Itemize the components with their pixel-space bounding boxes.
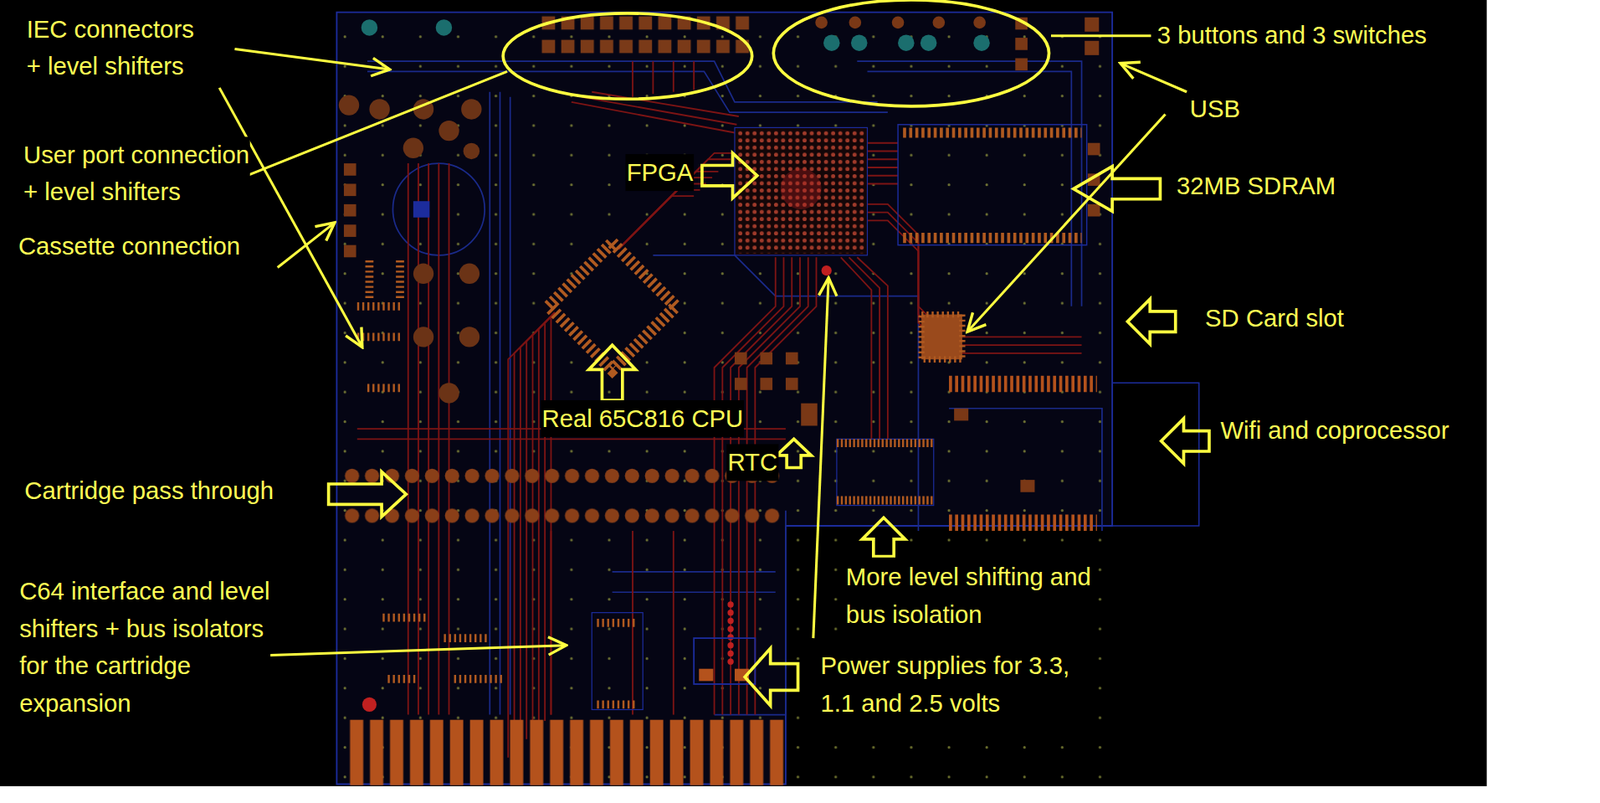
annotation-label: Wifi and coprocessor	[1219, 412, 1451, 450]
annotation-label: Cassette connection	[17, 227, 242, 265]
annotation-label: RTC	[726, 443, 779, 481]
annotation-label: USB	[1189, 91, 1242, 129]
annotation-label: IEC connectors + level shifters	[25, 10, 195, 85]
annotation-label: Cartridge pass through	[23, 472, 275, 510]
annotation-label: FPGA	[625, 153, 694, 191]
annotation-label: User port connection + level shifters	[22, 136, 251, 211]
annotation-label: SD Card slot	[1204, 300, 1345, 338]
annotation-label: Real 65C816 CPU	[540, 400, 744, 437]
annotation-label: C64 interface and level shifters + bus i…	[18, 572, 272, 723]
annotation-label: 32MB SDRAM	[1175, 167, 1338, 205]
annotation-label: More level shifting and bus isolation	[845, 557, 1093, 633]
annotation-label: 3 buttons and 3 switches	[1156, 17, 1429, 55]
annotation-label: Power supplies for 3.3, 1.1 and 2.5 volt…	[819, 646, 1071, 722]
